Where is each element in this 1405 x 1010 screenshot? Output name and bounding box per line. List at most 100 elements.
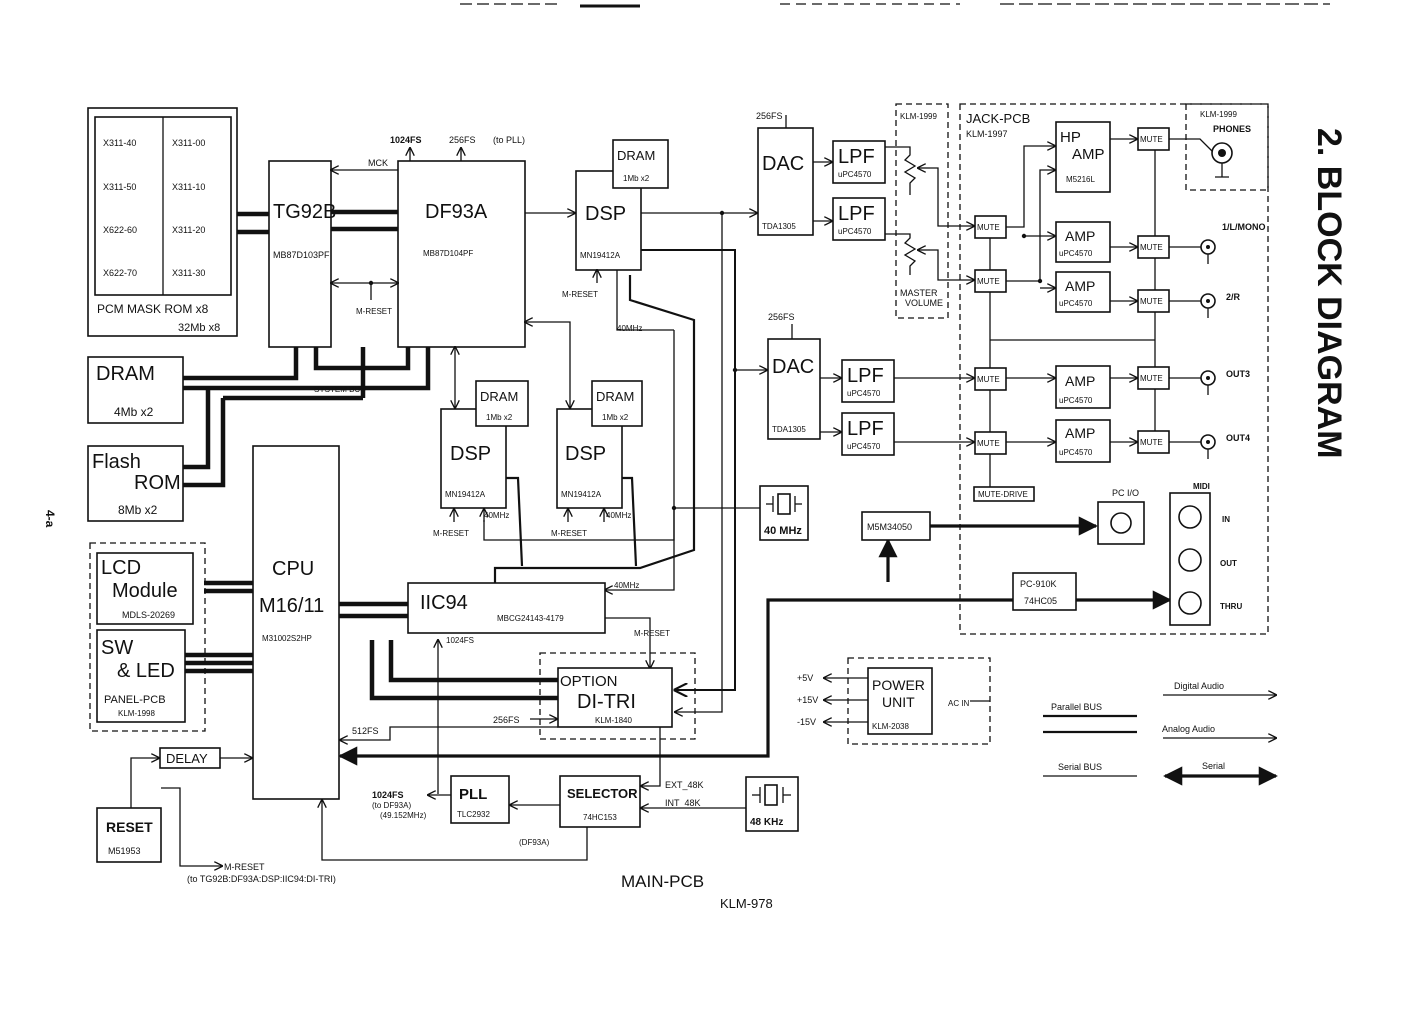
iic94-part: MBCG24143-4179 <box>497 614 564 623</box>
legend: Parallel BUS Serial BUS Digital Audio An… <box>1043 681 1278 786</box>
m-reset-to-label: (to TG92B:DF93A:DSP:IIC94:DI-TRI) <box>187 874 336 884</box>
dsp1-part: MN19412A <box>580 251 621 260</box>
svg-text:AMP: AMP <box>1065 228 1095 244</box>
option-di-tri-block: OPTION DI-TRI KLM-1840 <box>557 667 673 728</box>
lpf-2a: LPF uPC4570 <box>841 359 895 403</box>
selector-block: SELECTOR 74HC153 <box>559 775 641 828</box>
fs256-label: 256FS <box>493 715 520 725</box>
dsp3-block: DSP MN19412A DRAM 1Mb x2 <box>556 380 643 509</box>
dsp2-part: MN19412A <box>445 490 486 499</box>
xtal-48khz: 48 KHz <box>745 776 799 832</box>
power-ac: AC IN <box>948 699 970 708</box>
hp-part: M5216L <box>1066 175 1095 184</box>
sw-name2: & LED <box>117 660 175 682</box>
hp-name1: HP <box>1060 129 1081 146</box>
ext48-label: EXT_48K <box>665 780 704 790</box>
power-name2: UNIT <box>882 694 915 710</box>
volume-label2: VOLUME <box>905 298 943 308</box>
jack-name: JACK-PCB <box>966 111 1030 126</box>
lpf-name: LPF <box>838 146 875 168</box>
dsp1-dram: DRAM <box>617 148 655 163</box>
rom-chip: X311-40 <box>103 138 136 148</box>
fs256-pll-label: 256FS <box>449 135 476 145</box>
xtal-40mhz: 40 MHz <box>759 485 809 541</box>
phones-jack <box>1169 138 1233 178</box>
system-bus-label: SYSTEM BUS <box>314 385 366 394</box>
xtal40-label: 40 MHz <box>764 525 802 537</box>
delay-block: DELAY <box>159 747 221 769</box>
to-pll-label: (to PLL) <box>493 135 525 145</box>
power-name1: POWER <box>872 677 925 693</box>
dac1-name: DAC <box>762 153 804 175</box>
fs1024-b-label: 1024FS <box>372 790 404 800</box>
lpf-part: uPC4570 <box>838 170 872 179</box>
legend-serial: Serial <box>1202 761 1225 771</box>
mute-r0: MUTE <box>1137 127 1170 151</box>
phones-region <box>1185 103 1269 191</box>
serial-lines <box>338 516 1172 766</box>
df93a-name: DF93A <box>425 201 488 223</box>
fs1024-label: 1024FS <box>446 636 474 645</box>
sw-name1: SW <box>101 637 133 659</box>
dsp3-dram-size: 1Mb x2 <box>602 413 629 422</box>
pll-part: TLC2932 <box>457 810 490 819</box>
svg-text:IN: IN <box>1222 515 1230 524</box>
master-volume-region <box>895 103 949 319</box>
df93a-part: MB87D104PF <box>423 249 473 258</box>
rom-chip: X622-60 <box>103 225 137 235</box>
df93a-paren-label: (DF93A) <box>519 838 550 847</box>
m-reset-label: M-RESET <box>433 529 469 538</box>
dram-main-size: 4Mb x2 <box>114 405 154 419</box>
dsp2-dram-size: 1Mb x2 <box>486 413 513 422</box>
jack-code: KLM-1997 <box>966 129 1008 139</box>
mute-drive: MUTE-DRIVE <box>973 486 1035 502</box>
jack-out2: 2/R <box>1169 292 1241 318</box>
dsp1-dram-size: 1Mb x2 <box>623 174 650 183</box>
pll-block: PLL TLC2932 <box>450 775 510 824</box>
rom-label: PCM MASK ROM x8 <box>97 302 209 316</box>
svg-text:-15V: -15V <box>797 717 816 727</box>
cpu-part: M31002S2HP <box>262 634 312 643</box>
svg-text:+15V: +15V <box>797 695 818 705</box>
iic94-block: IIC94 MBCG24143-4179 <box>407 582 606 634</box>
mute-l4: MUTE <box>974 431 1007 455</box>
mhz40-label: 40MHz <box>484 511 509 520</box>
svg-text:MUTE: MUTE <box>977 375 1000 384</box>
sw-code: KLM-1998 <box>118 709 155 718</box>
hp-amp-block: HP AMP M5216L <box>1055 121 1111 193</box>
tg92b-name: TG92B <box>273 201 336 223</box>
svg-text:MUTE-DRIVE: MUTE-DRIVE <box>978 490 1028 499</box>
rom-size: 32Mb x8 <box>178 322 220 334</box>
pc-io-label: PC I/O <box>1112 488 1139 498</box>
freq-label: (49.152MHz) <box>380 811 427 820</box>
m-reset-label: M-RESET <box>551 529 587 538</box>
cpu-name2: M16/11 <box>259 595 324 617</box>
mute-r1: MUTE <box>1137 235 1170 259</box>
svg-text:OUT: OUT <box>1220 559 1237 568</box>
m-reset-label: M-RESET <box>562 290 598 299</box>
flash-name1: Flash <box>92 451 141 473</box>
dsp3-part: MN19412A <box>561 490 602 499</box>
reset-name: RESET <box>106 819 153 835</box>
flash-name2: ROM <box>134 472 181 494</box>
volume-code: KLM-1999 <box>900 112 937 121</box>
option-name2: DI-TRI <box>577 691 636 713</box>
lpf-part: uPC4570 <box>847 442 881 451</box>
rom-chip: X311-30 <box>172 268 205 278</box>
board-name: MAIN-PCB <box>621 872 704 891</box>
dsp-main-block: DSP MN19412A DRAM 1Mb x2 <box>575 139 669 271</box>
to-df93a-label: (to DF93A) <box>372 801 411 810</box>
tg92b-part: MB87D103PF <box>273 250 330 260</box>
rom-chip: X311-10 <box>172 182 205 192</box>
dac2-name: DAC <box>772 356 814 378</box>
lcd-name2: Module <box>112 580 178 602</box>
dac1-part: TDA1305 <box>762 222 796 231</box>
fs1024-label: 1024FS <box>390 135 422 145</box>
mute-r2: MUTE <box>1137 289 1170 313</box>
svg-text:1/L/MONO: 1/L/MONO <box>1222 222 1266 232</box>
phones-code: KLM-1999 <box>1200 110 1237 119</box>
